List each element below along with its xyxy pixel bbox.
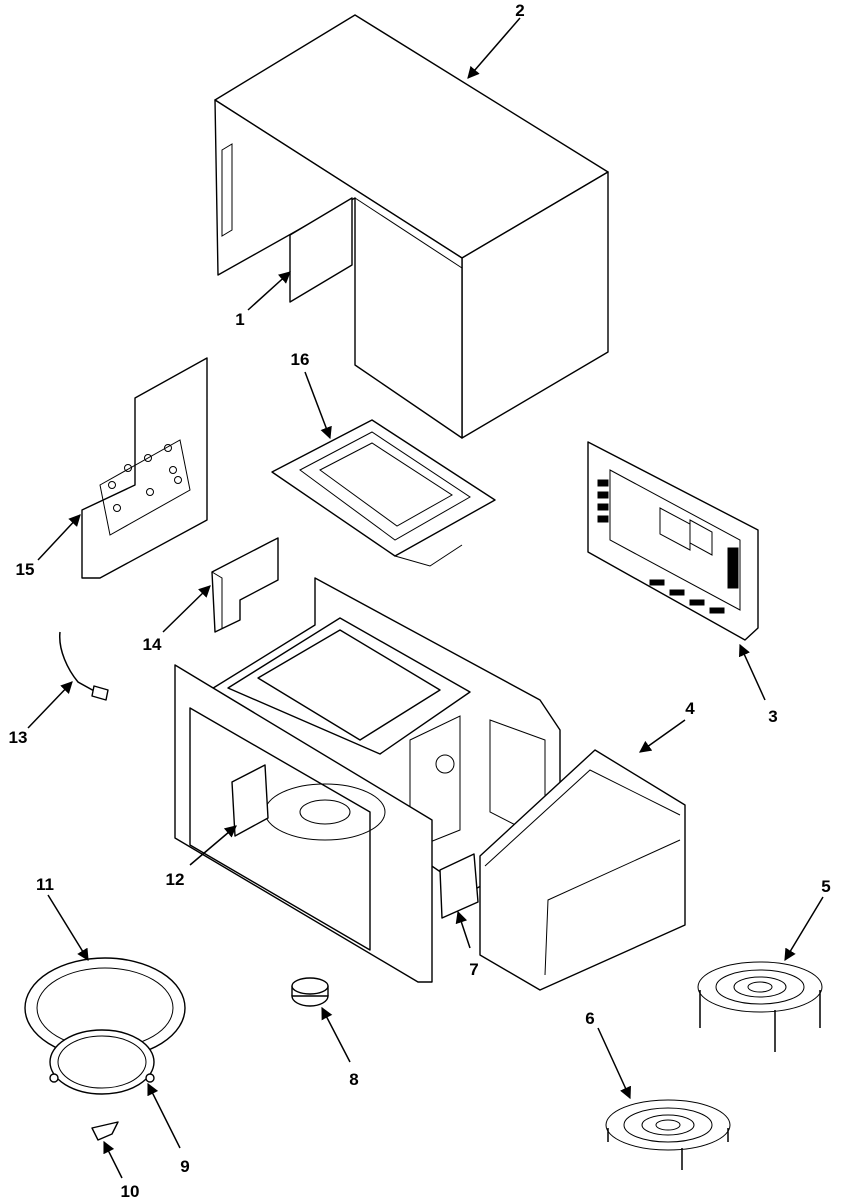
power-cord [59,631,109,701]
pad [439,853,479,919]
control-panel [587,441,759,641]
base-plate [479,749,686,991]
leader-6 [597,1027,631,1100]
side-panel [81,357,208,579]
leader-11 [47,894,89,962]
callout-5: 5 [821,877,830,896]
leader-10 [103,1140,123,1179]
callout-16: 16 [291,350,310,369]
coupler [91,1121,119,1141]
callout-14: 14 [143,635,162,654]
turntable-motor [291,977,329,1007]
callout-7: 7 [469,960,478,979]
leader-13 [27,681,73,729]
callout-15: 15 [16,560,35,579]
callout-12: 12 [166,870,185,889]
callout-3: 3 [768,707,777,726]
callout-13: 13 [9,728,28,747]
callout-10: 10 [121,1182,140,1200]
callout-8: 8 [349,1070,358,1089]
callout-2: 2 [515,1,524,20]
bracket [211,537,279,633]
high-rack [697,961,823,1052]
leader-16 [304,371,332,440]
leader-12 [189,825,237,866]
leader-1 [247,271,291,311]
outer-cabinet [214,14,609,439]
leader-14 [162,585,211,633]
callout-4: 4 [685,699,695,718]
small-cover [231,764,269,837]
leader-lines [27,17,824,1179]
main-chassis [209,577,561,893]
callout-labels: 2 1 16 15 14 13 3 4 12 7 5 11 8 6 9 10 [9,1,831,1200]
leader-15 [37,514,81,561]
roller-ring [49,1029,155,1095]
leader-4 [639,719,686,753]
callout-1: 1 [235,310,244,329]
low-rack [605,1099,731,1170]
waveguide-cover [271,419,496,567]
callout-9: 9 [180,1157,189,1176]
leader-5 [784,896,824,962]
callout-6: 6 [585,1009,594,1028]
callout-11: 11 [36,875,54,894]
leader-2 [467,17,521,79]
leader-9 [147,1082,181,1149]
leader-8 [321,1006,351,1063]
leader-7 [455,910,471,949]
leader-3 [739,643,766,701]
front-frame [174,664,433,983]
